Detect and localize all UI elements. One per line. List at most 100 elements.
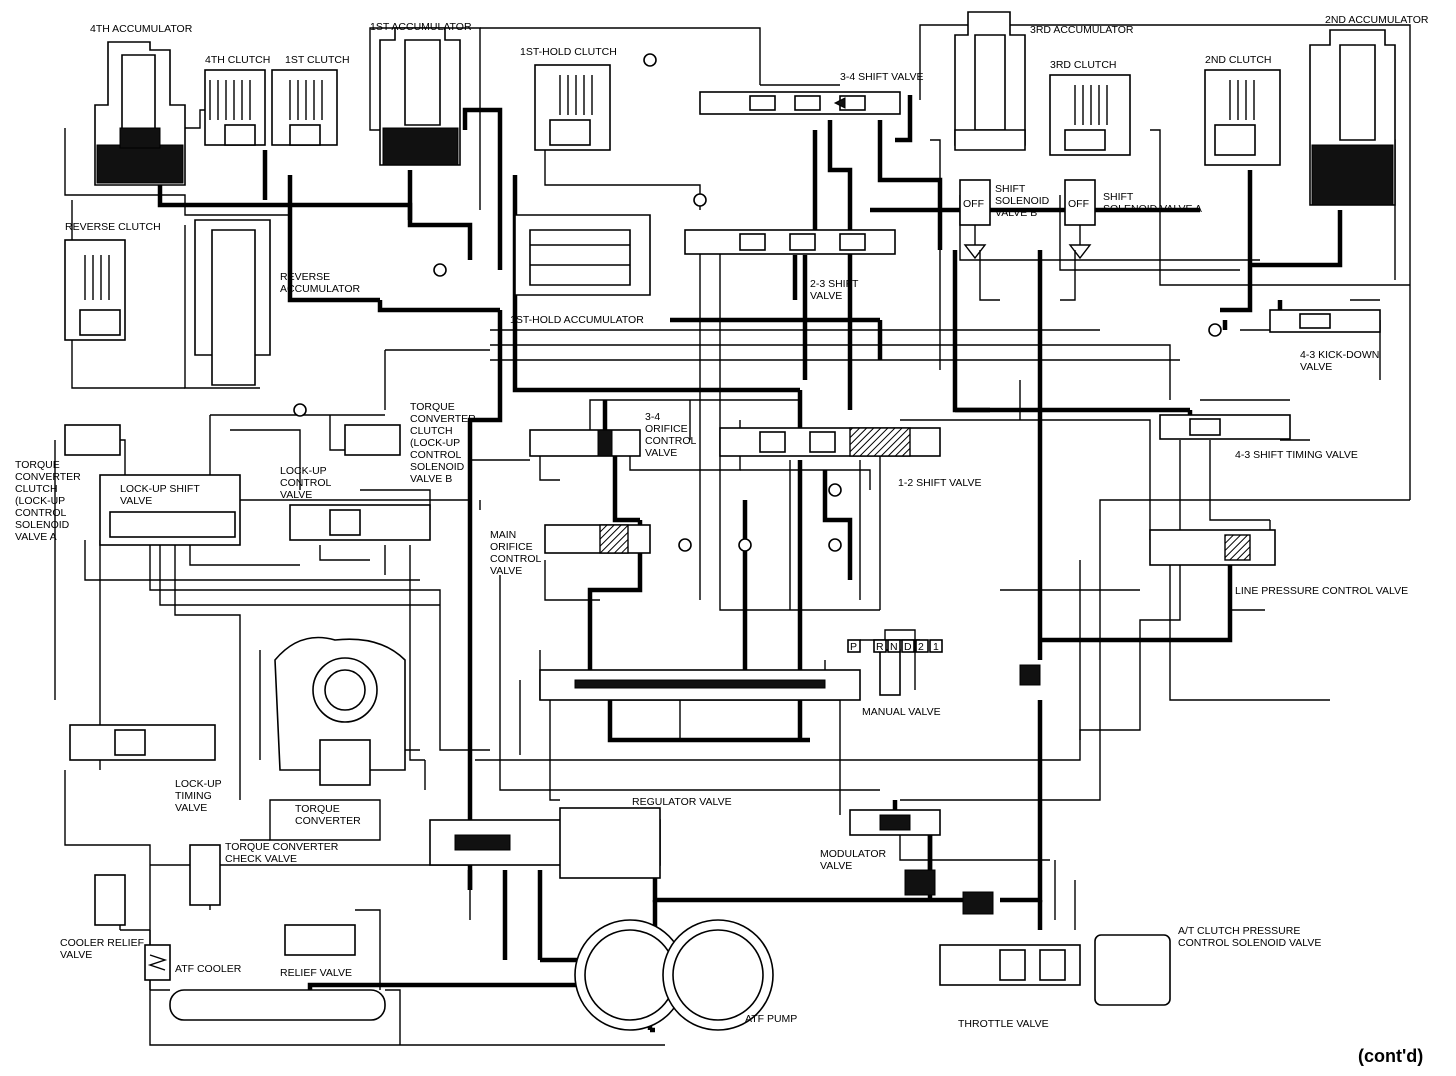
label-relief-valve: RELIEF VALVE: [280, 967, 352, 979]
label-4th-clutch: 4TH CLUTCH: [205, 54, 270, 66]
torque-converter: [274, 636, 406, 786]
label-4-3-kick-down-2: VALVE: [1300, 361, 1332, 373]
label-reverse-clutch: REVERSE CLUTCH: [65, 221, 161, 233]
label-2-3-shift-1: 2-3 SHIFT: [810, 278, 859, 290]
atf-pump: [574, 919, 774, 1031]
gear-2: 2: [918, 641, 924, 653]
label-at-clutch-2: CONTROL SOLENOID VALVE: [1178, 937, 1321, 949]
4-3-kick-down-valve: [1269, 309, 1381, 333]
label-atf-pump: ATF PUMP: [745, 1013, 797, 1025]
label-off-b: OFF: [963, 198, 984, 210]
label-lock-up-shift-2: VALVE: [120, 495, 152, 507]
gear-1: 1: [933, 641, 939, 653]
label-4-3-kick-down-1: 4-3 KICK-DOWN: [1300, 349, 1379, 361]
gear-d: D: [904, 641, 912, 653]
label-line-pressure-control: LINE PRESSURE CONTROL VALVE: [1235, 585, 1408, 597]
label-2-3-shift-2: VALVE: [810, 290, 842, 302]
label-cooler-relief-1: COOLER RELIEF: [60, 937, 144, 949]
label-tcc-b-4: (LOCK-UP: [410, 437, 460, 449]
4th-clutch: [204, 69, 266, 146]
1-2-shift-valve: [719, 427, 941, 457]
label-tcc-a-3: CLUTCH: [15, 483, 58, 495]
torque-converter-check-valve: [189, 844, 221, 906]
1st-clutch: [271, 69, 338, 146]
throttle-valve: [939, 944, 1081, 986]
label-lock-up-control-2: CONTROL: [280, 477, 331, 489]
label-1st-clutch: 1ST CLUTCH: [285, 54, 350, 66]
label-torque-converter-2: CONVERTER: [295, 815, 361, 827]
reverse-clutch: [64, 239, 126, 341]
label-orifice-34-2: ORIFICE: [645, 423, 688, 435]
4th-accumulator: [94, 41, 186, 186]
3-4-shift-valve: [699, 91, 901, 115]
label-shift-solenoid-a-2: SOLENOID VALVE A: [1103, 203, 1202, 215]
label-orifice-34-4: VALVE: [645, 447, 677, 459]
relief-valve: [284, 924, 356, 956]
shift-solenoid-b: [959, 179, 991, 260]
label-regulator-valve: REGULATOR VALVE: [632, 796, 732, 808]
lock-up-control-valve: [289, 504, 431, 541]
label-orifice-34-3: CONTROL: [645, 435, 696, 447]
label-tcc-a-2: CONVERTER: [15, 471, 81, 483]
label-cooler-relief-2: VALVE: [60, 949, 92, 961]
label-tcc-a-6: SOLENOID: [15, 519, 70, 531]
label-4-3-shift-timing: 4-3 SHIFT TIMING VALVE: [1235, 449, 1358, 461]
line-pressure-control-valve: [1149, 529, 1276, 566]
label-modulator-1: MODULATOR: [820, 848, 887, 860]
label-lock-up-control-3: VALVE: [280, 489, 312, 501]
lock-up-shift-valve: [99, 474, 241, 546]
label-2nd-accumulator: 2ND ACCUMULATOR: [1325, 14, 1429, 26]
label-2nd-clutch: 2ND CLUTCH: [1205, 54, 1272, 66]
manual-valve: [539, 629, 916, 701]
label-tcc-b-7: VALVE B: [410, 473, 452, 485]
component-labels: 4TH ACCUMULATOR 4TH CLUTCH 1ST CLUTCH 1S…: [15, 14, 1429, 1066]
label-orifice-34-1: 3-4: [645, 411, 660, 423]
3rd-clutch: [1049, 74, 1131, 156]
gear-p: P: [850, 641, 857, 653]
label-tcc-b-1: TORQUE: [410, 401, 455, 413]
reverse-accumulator: [194, 219, 271, 386]
2nd-accumulator: [1309, 29, 1396, 206]
label-shift-solenoid-b-2: SOLENOID: [995, 195, 1050, 207]
main-orifice-control-valve: [544, 524, 651, 554]
label-tcc-a-5: CONTROL: [15, 507, 66, 519]
1st-hold-clutch: [534, 64, 611, 151]
torque-converter-clutch-solenoid-b: [344, 424, 401, 456]
modulator-valve: [849, 809, 941, 896]
label-3-4-shift-valve: 3-4 SHIFT VALVE: [840, 71, 923, 83]
atf-cooler: [144, 944, 386, 1021]
label-shift-solenoid-b-1: SHIFT: [995, 183, 1026, 195]
label-reverse-accumulator-2: ACCUMULATOR: [280, 283, 361, 295]
3rd-accumulator: [954, 11, 1026, 151]
label-3rd-clutch: 3RD CLUTCH: [1050, 59, 1117, 71]
label-4th-accumulator: 4TH ACCUMULATOR: [90, 23, 193, 35]
3-4-orifice-control-valve: [529, 429, 641, 457]
label-off-a: OFF: [1068, 198, 1089, 210]
label-tc-check-2: CHECK VALVE: [225, 853, 297, 865]
label-1st-accumulator: 1ST ACCUMULATOR: [370, 21, 472, 33]
label-tcc-a-4: (LOCK-UP: [15, 495, 65, 507]
label-reverse-accumulator-1: REVERSE: [280, 271, 330, 283]
check-balls: [293, 53, 1222, 915]
torque-converter-clutch-solenoid-a: [64, 424, 121, 456]
2-3-shift-valve: [684, 229, 896, 255]
label-shift-solenoid-a-1: SHIFT: [1103, 191, 1134, 203]
label-lock-up-control-1: LOCK-UP: [280, 465, 327, 477]
label-shift-solenoid-b-3: VALVE B: [995, 207, 1037, 219]
label-atf-cooler: ATF COOLER: [175, 963, 242, 975]
1st-accumulator: [379, 27, 461, 166]
lock-up-timing-valve: [69, 724, 216, 761]
label-1st-hold-accumulator: 1ST-HOLD ACCUMULATOR: [510, 314, 644, 326]
label-tcc-a-7: VALVE A: [15, 531, 57, 543]
label-tc-check-1: TORQUE CONVERTER: [225, 841, 339, 853]
label-throttle-valve: THROTTLE VALVE: [958, 1018, 1049, 1030]
regulator-valve: [429, 807, 661, 879]
label-lock-up-timing-2: TIMING: [175, 790, 212, 802]
shift-solenoid-a: [1064, 179, 1096, 260]
cooler-relief-valve: [94, 874, 126, 926]
label-tcc-b-5: CONTROL: [410, 449, 461, 461]
label-lock-up-shift-1: LOCK-UP SHIFT: [120, 483, 200, 495]
label-main-orifice-3: CONTROL: [490, 553, 541, 565]
gear-n: N: [890, 641, 898, 653]
